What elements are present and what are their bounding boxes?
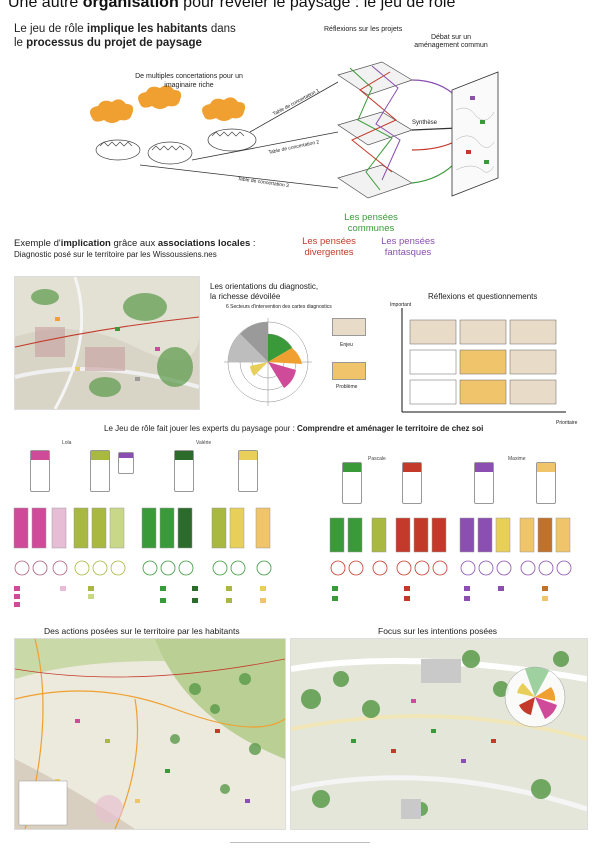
synthesis-map	[451, 71, 499, 197]
probleme-label: Problème	[336, 384, 358, 390]
role-card	[90, 450, 110, 492]
synthese-label: Synthèse	[412, 120, 438, 126]
focus-title: Focus sur les intentions posées	[378, 626, 498, 636]
debat-label: Débat sur un aménagement commun	[414, 34, 488, 49]
actions-title: Des actions posées sur le territoire par…	[44, 626, 240, 636]
role-card	[474, 462, 494, 504]
convergent-label: Les pensées communes	[344, 212, 398, 234]
concertations-label: De multiples concertations pour un imagi…	[135, 73, 243, 89]
divergent-label: Les pensées divergentes	[302, 236, 356, 258]
orientations-sub: 6 Secteurs d'intervention des cartes dia…	[226, 304, 332, 310]
crowd-sketch	[95, 128, 257, 165]
role-card	[238, 450, 258, 492]
role-card	[342, 462, 362, 504]
focus-map	[290, 638, 588, 830]
orientation-rose	[224, 318, 312, 406]
important-axis-label: Important	[390, 302, 412, 308]
enjeu-label: Enjeu	[340, 342, 353, 348]
action-legend	[14, 586, 548, 607]
group-label-1: Lola	[62, 440, 72, 446]
diagnostic-map	[14, 276, 200, 410]
experts-heading: Le Jeu de rôle fait jouer les experts du…	[104, 424, 484, 433]
prioritaire-axis-label: Prioritaire	[556, 420, 578, 426]
actions-map	[14, 638, 286, 830]
group-label-3: Pascale	[368, 456, 386, 462]
action-cards	[13, 507, 571, 553]
priority-matrix	[401, 308, 566, 413]
role-card	[402, 462, 422, 504]
example-text: Exemple d'implication grâce aux associat…	[14, 238, 256, 259]
badge-circles	[14, 560, 572, 576]
role-card	[536, 462, 556, 504]
group-label-2: Valérie	[196, 440, 212, 446]
group-label-4: Maxime	[508, 456, 526, 462]
intro-text: Le jeu de rôle implique les habitants da…	[14, 23, 236, 49]
probleme-swatch	[332, 362, 366, 380]
enjeu-swatch	[332, 318, 366, 336]
concertation-planes	[337, 61, 413, 199]
reflexions-title: Réflexions et questionnements	[428, 292, 538, 301]
process-diagram	[90, 61, 499, 199]
reflexions-label: Réflexions sur les projets	[324, 26, 403, 33]
footer-rule	[230, 842, 370, 843]
role-card	[30, 450, 50, 492]
role-card	[118, 452, 134, 474]
thought-clouds	[90, 85, 246, 123]
page-title: Une autre organisation pour révéler le p…	[8, 0, 456, 11]
orientations-title: Les orientations du diagnostic, la riche…	[210, 282, 319, 301]
role-card	[174, 450, 194, 492]
fantastic-label: Les pensées fantasques	[381, 236, 435, 258]
